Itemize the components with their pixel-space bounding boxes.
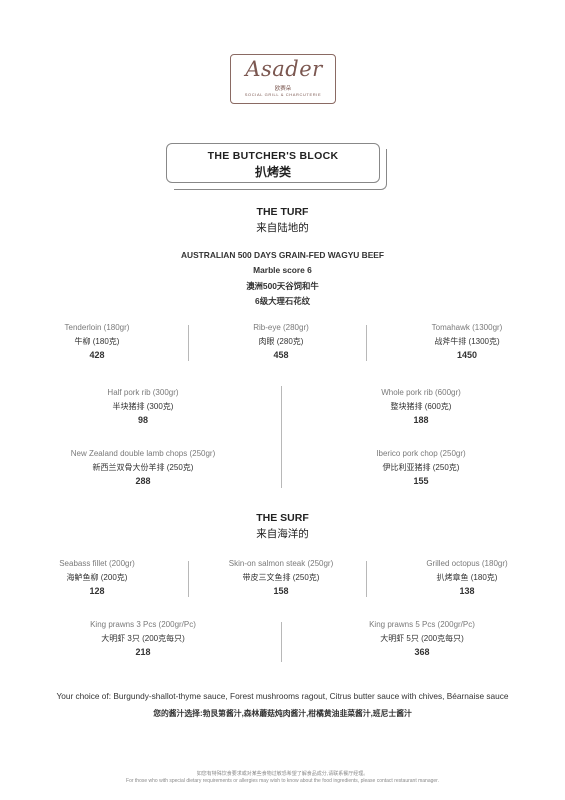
logo-chinese-name: 欧赛朵 — [274, 86, 292, 92]
divider — [366, 325, 367, 361]
item-name: Rib-eye (280gr) — [253, 323, 309, 332]
menu-item-iberico-pork-chop: Iberico pork chop (250gr) 伊比利亚猪排 (250克) … — [344, 449, 498, 486]
item-name: Tomahawk (1300gr) — [431, 323, 503, 332]
menu-item-half-pork-rib: Half pork rib (300gr) 半块猪排 (300克) 98 — [66, 388, 220, 425]
divider — [281, 386, 282, 488]
beef-title: AUSTRALIAN 500 DAYS GRAIN-FED WAGYU BEEF — [180, 250, 385, 260]
section-title: THE BUTCHER'S BLOCK — [207, 150, 339, 162]
menu-item-tomahawk: Tomahawk (1300gr) 战斧牛排 (1300克) 1450 — [390, 323, 544, 360]
divider — [366, 561, 367, 597]
item-name-chinese: 肉眼 (280克) — [258, 337, 304, 346]
menu-item-rib-eye: Rib-eye (280gr) 肉眼 (280克) 458 — [204, 323, 358, 360]
item-name-chinese: 大明虾 5只 (200克每只) — [380, 634, 464, 643]
menu-item-tenderloin: Tenderloin (180gr) 牛柳 (180克) 428 — [20, 323, 174, 360]
item-name: Seabass fillet (200gr) — [59, 559, 135, 568]
beef-marble-score: Marble score 6 — [253, 265, 312, 275]
turf-heading: THE TURF — [256, 206, 309, 218]
item-name-chinese: 扒烤章鱼 (180克) — [436, 573, 498, 582]
section-box — [166, 143, 380, 183]
item-price: 458 — [273, 350, 289, 360]
menu-item-salmon-steak: Skin-on salmon steak (250gr) 带皮三文鱼排 (250… — [204, 559, 358, 596]
menu-item-lamb-chops: New Zealand double lamb chops (250gr) 新西… — [40, 449, 246, 486]
item-price: 158 — [273, 586, 289, 596]
menu-item-king-prawns-5: King prawns 5 Pcs (200gr/Pc) 大明虾 5只 (200… — [340, 620, 504, 657]
item-price: 128 — [89, 586, 105, 596]
beef-marble-chinese: 6级大理石花纹 — [255, 296, 310, 306]
menu-item-seabass-fillet: Seabass fillet (200gr) 海鲈鱼柳 (200克) 128 — [20, 559, 174, 596]
item-name-chinese: 半块猪排 (300克) — [112, 402, 174, 411]
logo-tagline: SOCIAL GRILL & CHARCUTERIE — [244, 92, 322, 97]
item-name: Whole pork rib (600gr) — [381, 388, 461, 397]
section-box-shadow — [174, 149, 387, 190]
menu-item-grilled-octopus: Grilled octopus (180gr) 扒烤章鱼 (180克) 138 — [390, 559, 544, 596]
logo-script: Asader — [245, 57, 323, 81]
menu-item-whole-pork-rib: Whole pork rib (600gr) 整块猪排 (600克) 188 — [344, 388, 498, 425]
item-name-chinese: 带皮三文鱼排 (250克) — [242, 573, 320, 582]
item-price: 188 — [413, 415, 429, 425]
section-title-chinese: 扒烤类 — [254, 165, 291, 179]
menu-item-king-prawns-3: King prawns 3 Pcs (200gr/Pc) 大明虾 3只 (200… — [66, 620, 220, 657]
item-price: 98 — [137, 415, 148, 425]
item-price: 138 — [459, 586, 475, 596]
item-name-chinese: 大明虾 3只 (200克每只) — [101, 634, 185, 643]
item-price: 288 — [135, 476, 151, 486]
item-price: 218 — [135, 647, 151, 657]
item-name-chinese: 伊比利亚猪排 (250克) — [382, 463, 460, 472]
footer-note-chinese: 如您有特殊饮食要求或对某些食物过敏恐希望了解食品成分,请联系餐厅经理。 — [196, 771, 369, 777]
turf-heading-chinese: 来自陆地的 — [256, 222, 309, 234]
item-name: Grilled octopus (180gr) — [426, 559, 508, 568]
divider — [281, 622, 282, 662]
restaurant-logo: Asader 欧赛朵 SOCIAL GRILL & CHARCUTERIE — [230, 54, 336, 104]
sauce-choice: Your choice of: Burgundy-shallot-thyme s… — [56, 691, 509, 701]
item-name-chinese: 新西兰双骨大份羊排 (250克) — [92, 463, 194, 472]
item-name: King prawns 5 Pcs (200gr/Pc) — [369, 620, 475, 629]
divider — [188, 325, 189, 361]
surf-heading-chinese: 来自海洋的 — [256, 528, 309, 540]
item-price: 155 — [413, 476, 429, 486]
item-name-chinese: 海鲈鱼柳 (200克) — [66, 573, 128, 582]
beef-title-chinese: 澳洲500天谷饲和牛 — [246, 281, 319, 291]
item-name-chinese: 整块猪排 (600克) — [390, 402, 452, 411]
item-name-chinese: 战斧牛排 (1300克) — [434, 337, 500, 346]
item-price: 368 — [414, 647, 430, 657]
item-name: Tenderloin (180gr) — [64, 323, 130, 332]
item-name: New Zealand double lamb chops (250gr) — [70, 449, 216, 458]
sauce-choice-chinese: 您的酱汁选择:勃艮第酱汁,森林蘑菇炖肉酱汁,柑橘黄油韭菜酱汁,班尼士酱汁 — [153, 709, 412, 718]
item-name: King prawns 3 Pcs (200gr/Pc) — [90, 620, 196, 629]
divider — [188, 561, 189, 597]
item-name: Half pork rib (300gr) — [107, 388, 179, 397]
item-name-chinese: 牛柳 (180克) — [74, 337, 120, 346]
surf-heading: THE SURF — [256, 512, 309, 524]
footer-note: For those who with special dietary requi… — [126, 778, 439, 784]
item-price: 1450 — [456, 350, 478, 360]
item-price: 428 — [89, 350, 105, 360]
item-name: Iberico pork chop (250gr) — [376, 449, 466, 458]
item-name: Skin-on salmon steak (250gr) — [228, 559, 334, 568]
